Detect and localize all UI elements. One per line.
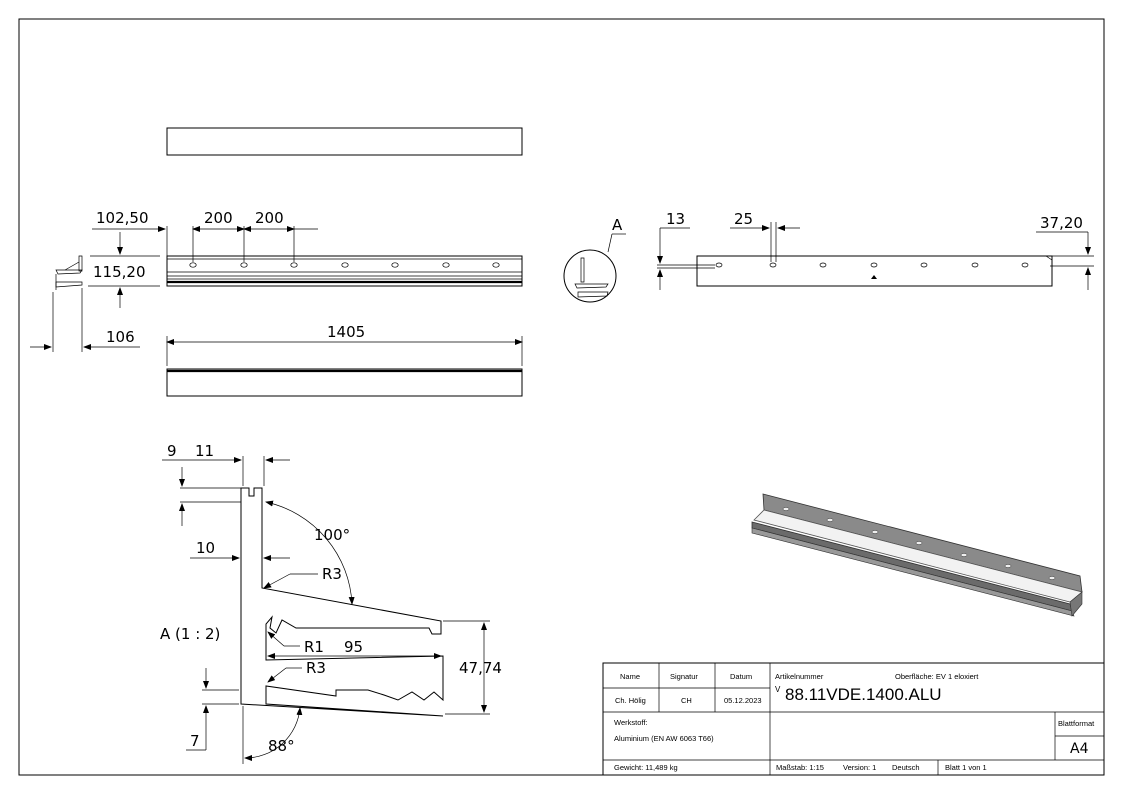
dim-106: 106 [106,328,135,346]
detail-label-a: A [612,216,623,234]
version-text: Version: 1 [843,763,876,772]
dim-angle-100: 100° [314,526,350,544]
dim-13: 13 [666,210,685,228]
name-value: Ch. Hölig [615,696,646,705]
blattformat-value: A4 [1070,741,1089,757]
dim-1405: 1405 [327,323,365,341]
dim-102-50: 102,50 [96,209,149,227]
top-view-rect [166,127,523,156]
side-profile-small: 115,20 106 [30,232,160,352]
oberflaeche-text: Oberfläche: EV 1 eloxiert [895,672,979,681]
dim-10: 10 [196,539,215,557]
dim-115-20: 115,20 [93,263,146,281]
dim-r3-upper: R3 [322,565,342,583]
artikel-label: Artikelnummer [775,672,824,681]
drawing-frame [18,18,1105,776]
dim-9: 9 [167,442,177,460]
dim-angle-88: 88° [268,737,295,755]
dim-7: 7 [190,732,200,750]
signatur-value: CH [681,696,692,705]
sprache-text: Deutsch [892,763,920,772]
front-view [166,255,523,287]
dim-47-74: 47,74 [459,659,502,677]
dim-95: 95 [344,638,363,656]
detail-marker-a: A [563,216,626,303]
section-detail: 9 11 10 100° R3 R1 95 R3 47,74 [160,442,502,764]
dim-r3-lower: R3 [306,659,326,677]
blatt-text: Blatt 1 von 1 [945,763,987,772]
dim-11: 11 [195,442,214,460]
bottom-view: 1405 [166,323,523,397]
front-view-dimensions: 102,50 200 200 [92,209,318,262]
header-signatur: Signatur [670,672,698,681]
header-name: Name [620,672,640,681]
artikel-number: 88.11VDE.1400.ALU [785,685,942,704]
hole-row [189,262,500,268]
werkstoff-label: Werkstoff: [614,718,647,727]
blattformat-label: Blattformat [1058,719,1095,728]
right-hole-row [715,262,1029,279]
section-title: A (1 : 2) [160,625,220,643]
werkstoff-value: Aluminium (EN AW 6063 T66) [614,734,714,743]
dim-25: 25 [734,210,753,228]
artikel-prefix: V [775,685,781,694]
header-datum: Datum [730,672,752,681]
dim-200-b: 200 [255,209,284,227]
datum-value: 05.12.2023 [724,696,762,705]
right-view: 13 25 37,20 [657,210,1094,290]
dim-37-20: 37,20 [1040,214,1083,232]
isometric-view [751,493,1083,617]
massstab-text: Maßstab: 1:15 [776,763,824,772]
title-block: Name Signatur Datum Ch. Hölig CH 05.12.2… [602,662,1105,776]
dim-r1: R1 [304,638,324,656]
dim-200-a: 200 [204,209,233,227]
gewicht-text: Gewicht: 11,489 kg [614,763,678,772]
